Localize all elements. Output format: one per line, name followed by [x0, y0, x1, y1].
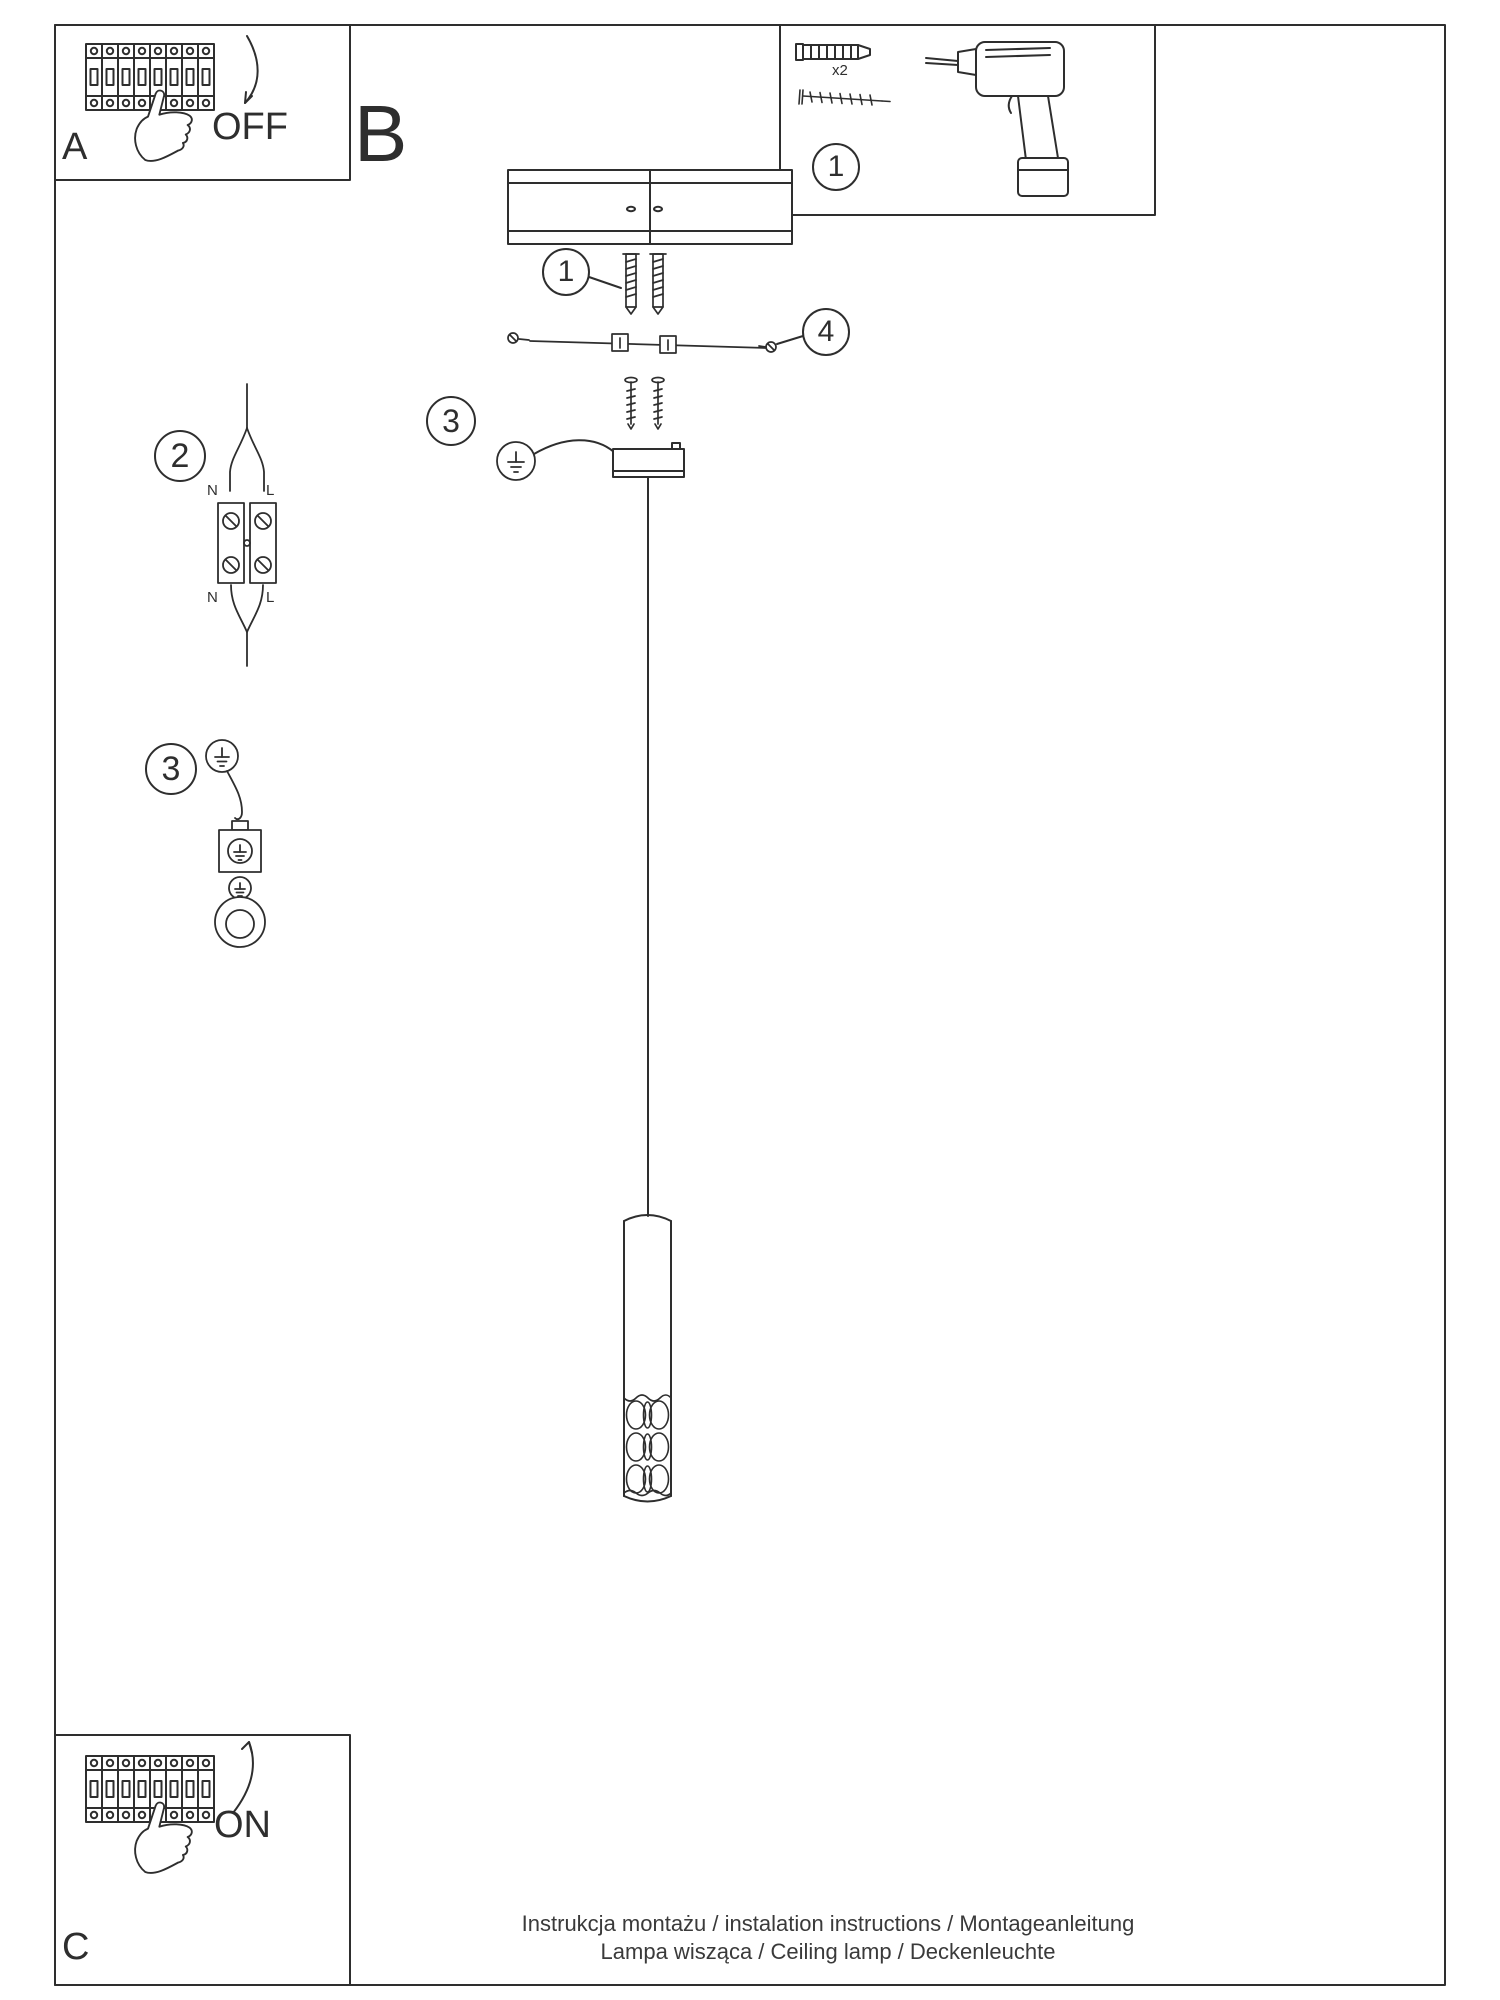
ground-symbol-left-icon	[205, 739, 239, 773]
step3-main-badge: 3	[426, 396, 476, 446]
panel-c-arrow-icon	[232, 1741, 254, 1814]
anchor-right-icon	[649, 253, 667, 315]
wire-l-top-label: L	[266, 482, 275, 499]
bracket-screw-left-icon	[507, 332, 530, 344]
footer-line2: Lampa wisząca / Ceiling lamp / Deckenleu…	[600, 1939, 1056, 1964]
mount-screw-left-icon	[624, 376, 638, 430]
panel-a-arrow-icon	[244, 35, 259, 104]
step1-badge: 1	[542, 248, 590, 296]
step4-pointer-line	[776, 335, 804, 345]
panel-c-on-label: ON	[214, 1804, 271, 1846]
bracket-screw-right-icon	[758, 341, 777, 353]
ground-wire	[226, 770, 243, 821]
lamp-tube	[623, 1214, 672, 1503]
wire-n-bottom-label: N	[207, 589, 218, 606]
bracket-icon	[529, 333, 767, 354]
tools-step-badge: 1	[812, 143, 860, 191]
step3-left-badge: 3	[145, 743, 197, 795]
panel-a-off-label: OFF	[212, 106, 288, 148]
wall-plug-icon	[795, 43, 871, 61]
step1-pointer-line	[588, 276, 622, 289]
screw-icon	[798, 89, 891, 106]
wire-l-bottom-label: L	[266, 589, 275, 606]
ceiling-slab	[507, 169, 793, 245]
panel-a-label: A	[62, 126, 88, 168]
ground-lug-icon	[214, 820, 266, 948]
ground-wire-to-canopy	[533, 439, 615, 455]
lamp-tube-pattern	[623, 1394, 672, 1497]
section-b-label: B	[354, 89, 408, 178]
wire-n-top-label: N	[207, 482, 218, 499]
footer-text: Instrukcja montażu / instalation instruc…	[428, 1910, 1228, 1966]
plug-count-label: x2	[832, 62, 848, 79]
mount-screw-right-icon	[651, 376, 665, 430]
canopy	[612, 442, 685, 478]
anchor-left-icon	[622, 253, 640, 315]
panel-c-breaker-icon	[85, 1755, 215, 1823]
footer-line1: Instrukcja montażu / instalation instruc…	[521, 1911, 1135, 1936]
step2-badge: 2	[154, 430, 206, 482]
page-border	[54, 24, 1446, 1986]
wire-top	[229, 383, 265, 492]
terminal-block-icon	[217, 502, 277, 584]
drill-icon	[925, 41, 1069, 197]
ground-symbol-main-icon	[496, 441, 536, 481]
wire-bottom	[230, 584, 264, 667]
panel-c-label: C	[62, 1926, 90, 1968]
step4-badge: 4	[802, 308, 850, 356]
panel-a-breaker-icon	[85, 43, 215, 111]
